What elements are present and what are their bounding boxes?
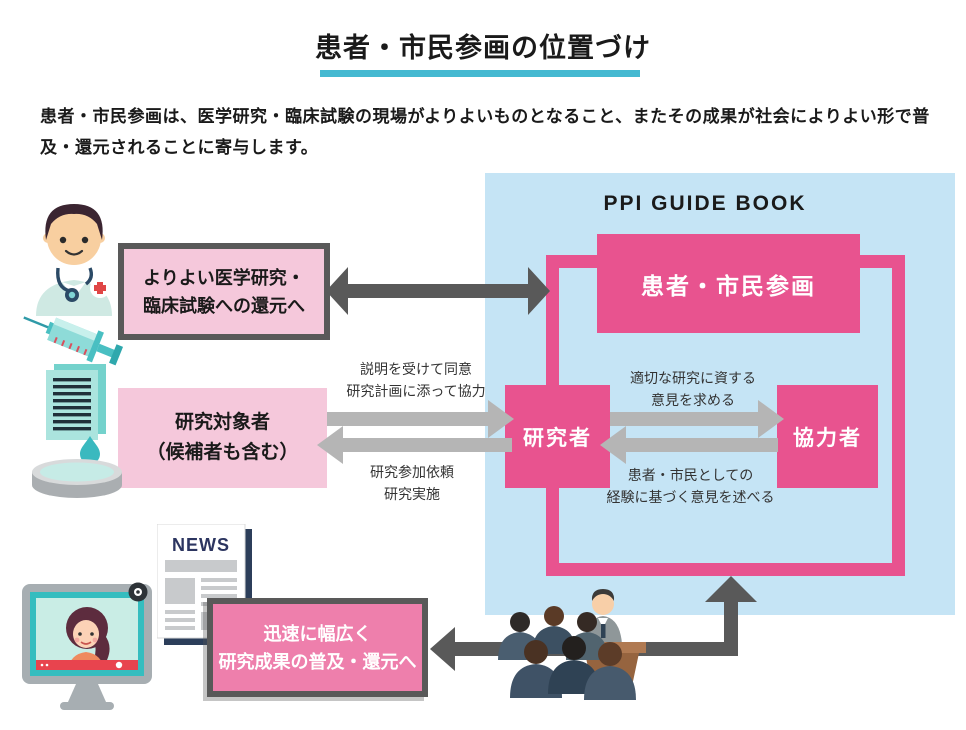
- label-give-opinion: 患者・市民としての 経験に基づく意見を述べる: [606, 467, 775, 505]
- label-consent: 説明を受けて同意 研究計画に添って協力: [346, 361, 486, 399]
- arrow-request: [317, 426, 512, 464]
- node-patient-citizen-participation: 患者・市民参画: [597, 234, 860, 333]
- arrow-give-opinion: [600, 426, 778, 464]
- video-monitor-icon: [22, 582, 152, 710]
- label-request: 研究参加依頼 研究実施: [370, 464, 454, 502]
- intro-paragraph: 患者・市民参画は、医学研究・臨床試験の現場がよりよいものとなること、またその成果…: [40, 107, 930, 157]
- arrow-consent: [327, 400, 514, 438]
- audience-illustration: [498, 589, 646, 700]
- node-researcher: 研究者: [505, 385, 610, 488]
- doctor-icon: [36, 204, 112, 316]
- petri-dish-icon: [32, 436, 122, 498]
- subjects-line1: 研究対象者: [174, 412, 270, 433]
- arrow-feedback-bidirectional: [326, 267, 550, 315]
- news-label: NEWS: [172, 535, 230, 555]
- page-title: 患者・市民参画の位置づけ: [315, 33, 651, 63]
- arrow-seek-opinion: [610, 400, 784, 438]
- node-research-subjects: 研究対象者 （候補者も含む）: [118, 388, 327, 488]
- dissemination-line1: 迅速に幅広く: [263, 623, 372, 644]
- label-seek-opinion: 適切な研究に資する 意見を求める: [630, 370, 756, 408]
- panel-heading: PPI GUIDE BOOK: [603, 192, 807, 215]
- syringe-icon: [23, 316, 124, 366]
- node-dissemination: 迅速に幅広く 研究成果の普及・還元へ: [207, 598, 428, 697]
- documents-icon: [46, 364, 106, 440]
- feedback-line1: よりよい医学研究・: [143, 267, 305, 288]
- title-underline: [320, 70, 640, 77]
- dissemination-line2: 研究成果の普及・還元へ: [218, 651, 417, 672]
- node-collaborator: 協力者: [777, 385, 878, 488]
- node-feedback-to-research: よりよい医学研究・ 臨床試験への還元へ: [118, 243, 330, 340]
- subjects-line2: （候補者も含む）: [146, 442, 299, 463]
- feedback-line2: 臨床試験への還元へ: [143, 295, 305, 316]
